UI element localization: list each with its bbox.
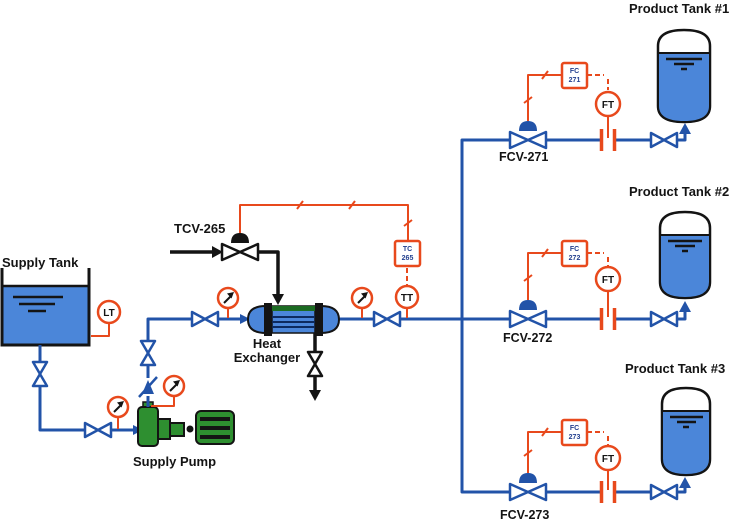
fc-272-controller: FC 272 <box>560 239 589 268</box>
fcv-272-valve <box>508 300 548 329</box>
fcv-272-signal <box>523 248 609 300</box>
condensate-line <box>306 333 324 401</box>
heat-exchanger <box>246 303 341 336</box>
supply-pump-label: Supply Pump <box>133 454 217 469</box>
main-process-line <box>190 310 511 328</box>
discharge-valve <box>139 339 157 367</box>
orifice-plate-1 <box>599 116 617 151</box>
product-tank-2 <box>658 210 712 300</box>
fc-273-controller: FC 273 <box>560 418 589 447</box>
tank2-inlet-valve <box>649 310 679 328</box>
lt-instrument: LT <box>91 299 122 337</box>
ft1-label: FT <box>602 100 614 111</box>
product-tank-3 <box>660 386 712 477</box>
steam-arrow <box>212 246 223 258</box>
fcv-271-signal <box>523 70 609 121</box>
tt-label: TT <box>401 293 413 304</box>
fc1-label-top: FC <box>570 68 579 75</box>
gauge-needle-icon <box>117 401 124 408</box>
tank1-inlet-valve <box>649 131 679 149</box>
fc3-label-top: FC <box>570 425 579 432</box>
pressure-gauge-suction <box>106 395 130 429</box>
fc1-label-bottom: 271 <box>569 77 581 84</box>
ft2-label: FT <box>602 275 614 286</box>
supply-tank <box>0 268 91 347</box>
fcv-273-label: FCV-273 <box>500 508 550 522</box>
branch-2: FC 272 FT <box>508 210 712 330</box>
tt-instrument: TT <box>394 268 420 318</box>
tcv-265-label: TCV-265 <box>174 221 226 236</box>
fc2-label-top: FC <box>570 246 579 253</box>
product-tank-3-label: Product Tank #3 <box>625 361 726 376</box>
heat-exchanger-label-line2: Exchanger <box>233 350 301 365</box>
condensate-valve <box>306 350 324 378</box>
fc2-label-bottom: 272 <box>569 255 581 262</box>
supply-pump <box>137 401 235 447</box>
fcv-272-label: FCV-272 <box>503 331 553 345</box>
discharge-line <box>138 317 193 407</box>
pressure-gauge-discharge <box>151 374 186 407</box>
heat-exchanger-label-line1: Heat <box>252 336 282 351</box>
pressure-gauge-hx-inlet <box>216 286 240 318</box>
tcv-265-valve <box>220 233 260 262</box>
ft3-label: FT <box>602 454 614 465</box>
lt-label: LT <box>103 308 114 319</box>
ft-2-instrument: FT <box>594 265 622 293</box>
tank-outlet-valve <box>31 360 49 388</box>
exchanger-outlet-valve <box>372 310 402 328</box>
branch-1: FC 271 FT <box>508 28 712 151</box>
tc-label-bottom: 265 <box>402 255 414 262</box>
branch-3: FC 273 FT <box>508 386 712 503</box>
supply-tank-label: Supply Tank <box>2 255 79 270</box>
flow-arrow <box>240 314 250 324</box>
product-tank-1-label: Product Tank #1 <box>629 1 730 16</box>
steam-arrow <box>272 294 284 305</box>
fcv-273-signal <box>523 427 609 473</box>
pressure-gauge-hx-outlet <box>350 286 374 318</box>
fcv-273-valve <box>508 473 548 502</box>
steam-line <box>170 246 284 305</box>
tc-265-controller: TC 265 <box>393 239 422 268</box>
suction-line <box>31 345 143 439</box>
fcv-271-label: FCV-271 <box>499 150 549 164</box>
product-tank-1 <box>656 28 712 124</box>
exchanger-inlet-valve <box>190 310 220 328</box>
orifice-plate-3 <box>599 470 617 503</box>
distribution-header <box>460 138 511 494</box>
ft-1-instrument: FT <box>594 90 622 118</box>
suction-valve <box>83 421 113 439</box>
fcv-271-valve <box>508 121 548 150</box>
tank3-inlet-valve <box>649 483 679 501</box>
ft-3-instrument: FT <box>594 444 622 472</box>
check-valve <box>138 376 158 398</box>
orifice-plate-2 <box>599 291 617 330</box>
heat-exchanger-label: Heat Exchanger <box>217 337 317 365</box>
tc-265-signal-line <box>239 200 413 241</box>
tc-label-top: TC <box>403 246 412 253</box>
fc3-label-bottom: 273 <box>569 434 581 441</box>
fc-271-controller: FC 271 <box>560 61 589 90</box>
product-tank-2-label: Product Tank #2 <box>629 184 730 199</box>
